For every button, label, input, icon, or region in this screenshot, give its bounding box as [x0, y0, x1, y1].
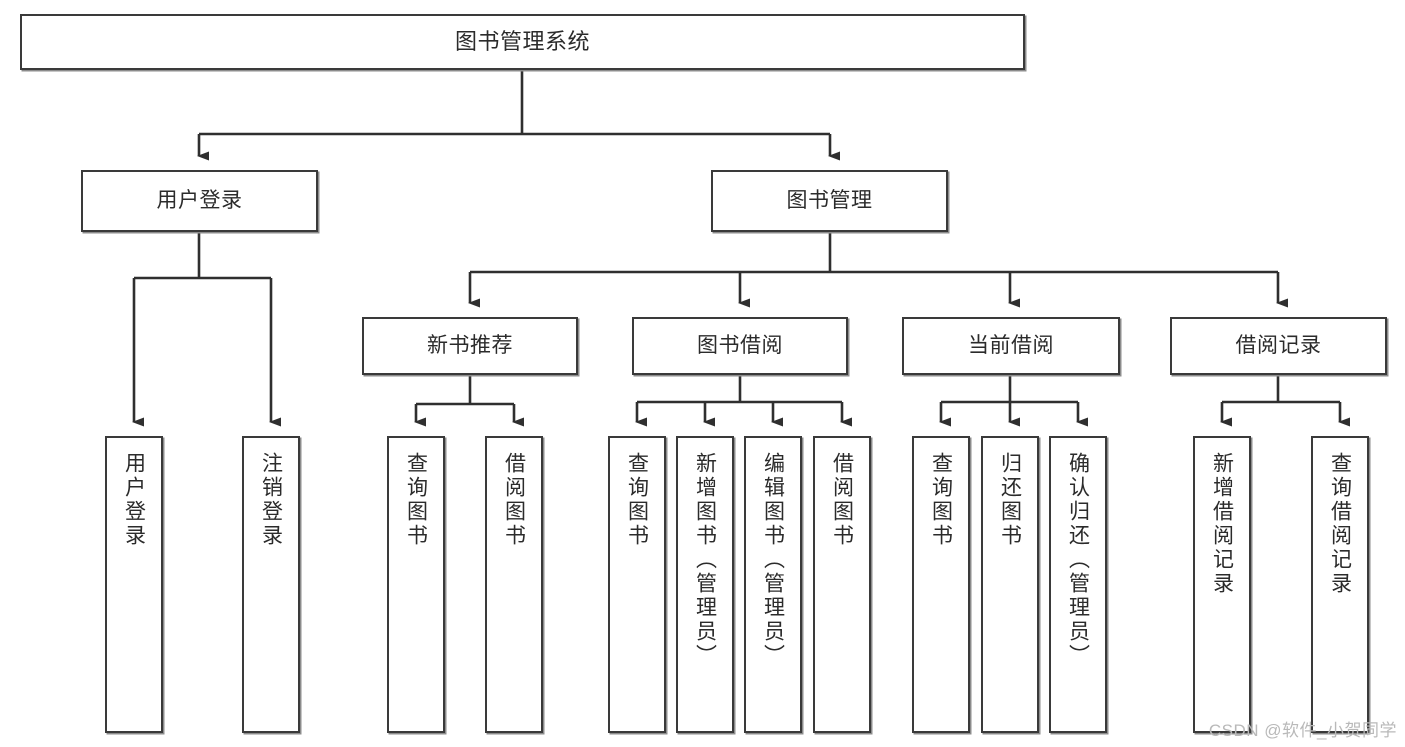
node-book-borrow-label: 图书借阅 [697, 334, 783, 358]
node-leaf-borrow-book-1-label: 借阅图书 [502, 452, 526, 548]
node-leaf-logout-login-label: 注销登录 [259, 452, 283, 548]
node-leaf-confirm-return-label: 确认归还（管理员） [1066, 452, 1090, 668]
node-current-borrow-label: 当前借阅 [968, 334, 1054, 358]
node-root-label: 图书管理系统 [454, 28, 590, 54]
node-leaf-add-book-label: 新增图书（管理员） [693, 452, 717, 668]
node-leaf-query-record-label: 查询借阅记录 [1328, 452, 1352, 596]
node-leaf-borrow-book-1[interactable]: 借阅图书 [485, 436, 543, 733]
node-new-book-rec[interactable]: 新书推荐 [362, 317, 578, 375]
node-leaf-user-login[interactable]: 用户登录 [105, 436, 163, 733]
node-leaf-query-book-3[interactable]: 查询图书 [912, 436, 970, 733]
node-leaf-query-record[interactable]: 查询借阅记录 [1311, 436, 1369, 733]
node-leaf-query-book-1-label: 查询图书 [404, 452, 428, 548]
node-leaf-borrow-book-2-label: 借阅图书 [830, 452, 854, 548]
node-user-login-label: 用户登录 [156, 189, 243, 213]
node-leaf-user-login-label: 用户登录 [122, 452, 146, 548]
node-leaf-edit-book[interactable]: 编辑图书（管理员） [744, 436, 802, 733]
node-user-login[interactable]: 用户登录 [81, 170, 318, 232]
node-leaf-edit-book-label: 编辑图书（管理员） [761, 452, 785, 668]
node-leaf-query-book-3-label: 查询图书 [929, 452, 953, 548]
node-book-manage-label: 图书管理 [786, 189, 873, 213]
csdn-watermark: CSDN @软件_小贺同学 [1208, 721, 1397, 740]
node-leaf-logout-login[interactable]: 注销登录 [242, 436, 300, 733]
node-leaf-query-book-2-label: 查询图书 [625, 452, 649, 548]
node-leaf-confirm-return[interactable]: 确认归还（管理员） [1049, 436, 1107, 733]
node-leaf-query-book-1[interactable]: 查询图书 [387, 436, 445, 733]
node-new-book-rec-label: 新书推荐 [427, 334, 513, 358]
node-leaf-query-book-2[interactable]: 查询图书 [608, 436, 666, 733]
node-leaf-add-record-label: 新增借阅记录 [1210, 452, 1234, 596]
node-book-borrow[interactable]: 图书借阅 [632, 317, 848, 375]
node-book-manage[interactable]: 图书管理 [711, 170, 948, 232]
node-leaf-return-book[interactable]: 归还图书 [981, 436, 1039, 733]
node-leaf-add-book[interactable]: 新增图书（管理员） [676, 436, 734, 733]
node-current-borrow[interactable]: 当前借阅 [902, 317, 1120, 375]
node-root[interactable]: 图书管理系统 [20, 14, 1025, 70]
node-borrow-record-label: 借阅记录 [1235, 334, 1322, 358]
node-leaf-return-book-label: 归还图书 [998, 452, 1022, 548]
node-leaf-borrow-book-2[interactable]: 借阅图书 [813, 436, 871, 733]
node-borrow-record[interactable]: 借阅记录 [1170, 317, 1387, 375]
node-leaf-add-record[interactable]: 新增借阅记录 [1193, 436, 1251, 733]
